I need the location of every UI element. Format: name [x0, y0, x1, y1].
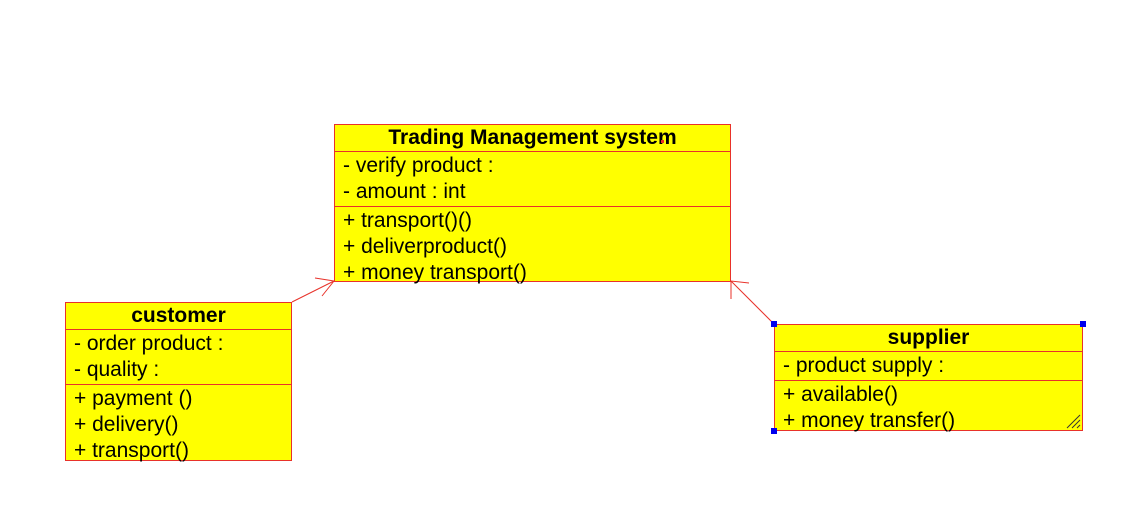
operations-compartment: + transport()() + deliverproduct() + mon…: [335, 206, 730, 287]
attributes-compartment: - verify product : - amount : int: [335, 151, 730, 206]
class-name: customer: [131, 304, 226, 327]
selection-handle-top-right[interactable]: [1080, 321, 1086, 327]
edge-customer-to-tms[interactable]: [291, 280, 335, 303]
operation[interactable]: + delivery(): [74, 413, 179, 436]
edge-supplier-to-tms[interactable]: [730, 280, 775, 325]
class-name: supplier: [887, 326, 970, 349]
operation[interactable]: + money transport(): [343, 261, 527, 284]
resize-grip-icon[interactable]: [1063, 411, 1081, 429]
operation[interactable]: + transport(): [74, 439, 189, 462]
operation[interactable]: + transport()(): [343, 209, 472, 232]
class-customer[interactable]: customer - order product : - quality : +…: [65, 302, 292, 462]
attribute[interactable]: - verify product :: [343, 154, 494, 177]
selection-handle-bottom-left[interactable]: [771, 428, 777, 434]
operations-compartment: + available() + money transfer(): [775, 380, 1082, 435]
attributes-compartment: - product supply :: [775, 351, 1082, 380]
arrowhead-tms-left: [314, 277, 335, 297]
selection-handle-top-left[interactable]: [771, 321, 777, 327]
attribute[interactable]: - quality :: [74, 358, 160, 381]
attribute[interactable]: - order product :: [74, 332, 224, 355]
operations-compartment: + payment () + delivery() + transport(): [66, 384, 291, 465]
stray-marker: [661, 140, 664, 143]
operation[interactable]: + money transfer(): [783, 409, 956, 432]
attribute[interactable]: - product supply :: [783, 354, 945, 377]
operation[interactable]: + payment (): [74, 387, 193, 410]
arrowhead-tms-right: [730, 280, 750, 299]
class-trading-management-system[interactable]: Trading Management system - verify produ…: [334, 124, 731, 284]
operation[interactable]: + deliverproduct(): [343, 235, 507, 258]
attributes-compartment: - order product : - quality :: [66, 329, 291, 384]
operation[interactable]: + available(): [783, 383, 898, 406]
class-name: Trading Management system: [388, 126, 677, 149]
class-supplier[interactable]: supplier - product supply : + available(…: [771, 321, 1086, 434]
attribute[interactable]: - amount : int: [343, 180, 466, 203]
